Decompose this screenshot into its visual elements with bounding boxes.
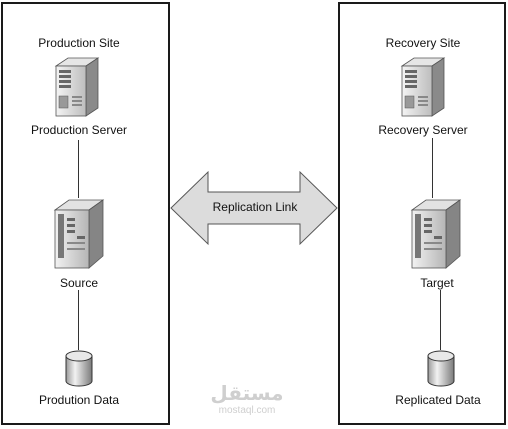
production-data-label: Prodution Data [38, 393, 120, 407]
server-to-target-line [432, 138, 433, 198]
watermark-domain: mostaql.com [218, 405, 276, 416]
replicated-data-icon [427, 350, 455, 387]
production-site-title: Production Site [38, 36, 120, 50]
target-server-icon [410, 199, 462, 269]
mostaql-watermark: مستقل mostaql.com [207, 383, 287, 416]
production-server-icon [54, 57, 100, 117]
source-label: Source [59, 276, 99, 290]
server-to-source-line [78, 140, 79, 198]
production-data-icon [65, 350, 93, 387]
target-label: Target [420, 276, 454, 290]
watermark-logo: مستقل [210, 383, 284, 405]
production-server-label: Production Server [30, 123, 128, 137]
recovery-server-label: Recovery Server [378, 123, 468, 137]
replication-link-arrow [170, 170, 338, 246]
recovery-server-icon [400, 57, 446, 117]
recovery-site-title: Recovery Site [385, 36, 461, 50]
replication-link-label: Replication Link [212, 200, 298, 214]
target-to-data-line [440, 290, 441, 350]
source-to-data-line [78, 290, 79, 350]
source-server-icon [53, 199, 105, 269]
replicated-data-label: Replicated Data [395, 393, 481, 407]
